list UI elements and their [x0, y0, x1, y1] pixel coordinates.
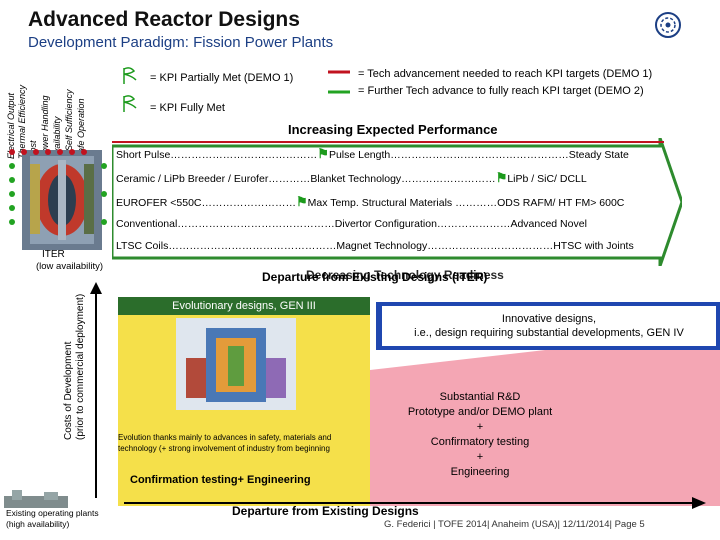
confirmation-label: Confirmation testing+ Engineering: [130, 474, 311, 486]
page-subtitle: Development Paradigm: Fission Power Plan…: [28, 34, 334, 51]
legend-lines: [328, 70, 350, 94]
flag-icon: ⚑: [317, 146, 329, 161]
legend-flags: [123, 67, 137, 112]
page-title: Advanced Reactor Designs: [28, 8, 300, 31]
iter-label: ITER: [42, 249, 65, 260]
departure-arrow: [124, 497, 706, 509]
row-pulse: Short Pulse……………………………………⚑Pulse Length………: [116, 146, 629, 161]
row-divertor: Conventional………………………………………Divertor Conf…: [116, 218, 587, 230]
legend-further: = Further Tech advance to fully reach KP…: [358, 85, 644, 97]
row-materials: EUROFER <550C………………………⚑Max Temp. Structu…: [116, 194, 625, 209]
legend-tech-advance: = Tech advancement needed to reach KPI t…: [358, 68, 653, 80]
existing-plants-label: Existing operating plants (high availabi…: [6, 508, 99, 529]
evolutionary-title: Evolutionary designs, GEN III: [118, 297, 370, 315]
innovative-banner: Innovative designs, i.e., design requiri…: [382, 306, 716, 346]
costs-axis-sublabel: (prior to commercial deployment): [75, 293, 86, 440]
costs-axis-label: Costs of Development: [63, 341, 74, 440]
row-blanket: Ceramic / LiPb Breeder / Eurofer…………Blan…: [116, 170, 587, 185]
legend-partial: = KPI Partially Met (DEMO 1): [150, 72, 294, 84]
evolutionary-body: Evolution thanks mainly to advances in s…: [118, 433, 332, 453]
plant-image: [4, 490, 68, 508]
flag-icon: [123, 67, 137, 84]
decreasing-readiness-label: Decreasing Technology Readiness: [306, 268, 504, 282]
legend-full: = KPI Fully Met: [150, 102, 225, 114]
rd-text: Substantial R&D Prototype and/or DEMO pl…: [407, 391, 553, 478]
logo-icon: [655, 12, 681, 38]
reactor-image: [176, 318, 296, 410]
costs-axis-arrow: [90, 282, 102, 498]
flag-icon: ⚑: [495, 170, 508, 185]
row-magnet: LTSC Coils…………………………………………Magnet Technol…: [116, 240, 634, 252]
iter-sublabel: (low availability): [36, 261, 104, 272]
departure-label: Departure from Existing Designs: [232, 504, 419, 518]
performance-arrow: [112, 138, 682, 266]
flag-icon: ⚑: [296, 194, 308, 209]
tokamak-image: [9, 149, 107, 250]
arrow-heading: Increasing Expected Performance: [288, 122, 498, 137]
footer-credit: G. Federici | TOFE 2014| Anaheim (USA)| …: [384, 519, 645, 530]
departure-iter-label: Departure from Existing Designs (ITER): [262, 270, 488, 284]
